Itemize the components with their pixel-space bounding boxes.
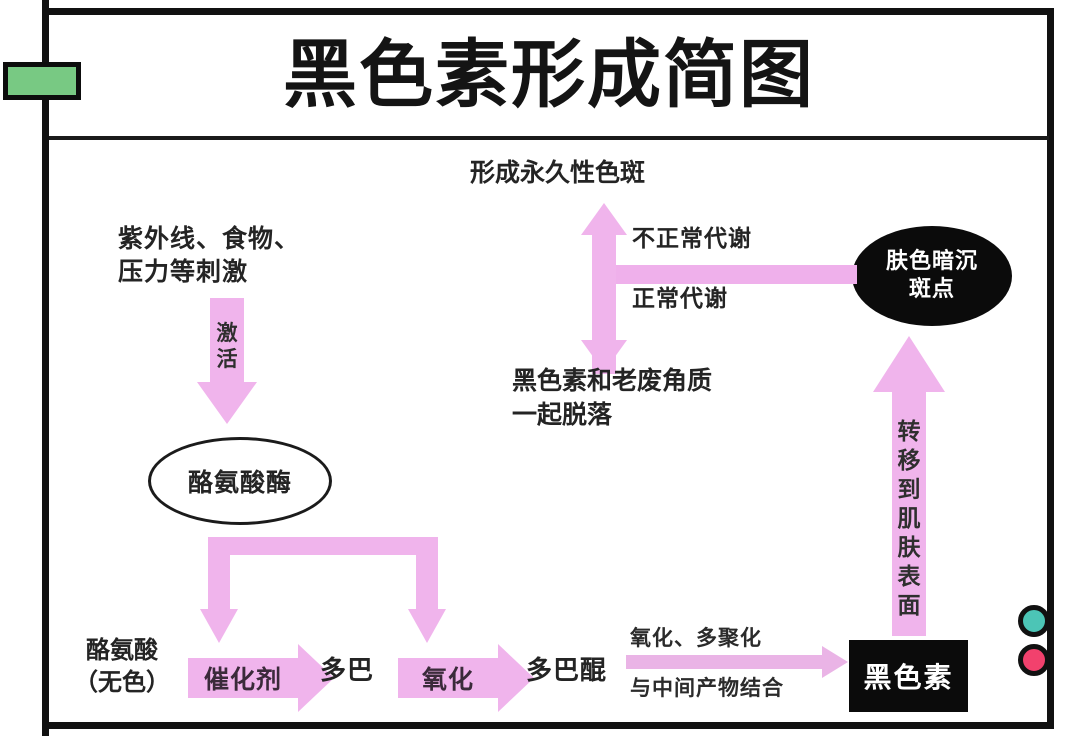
enzyme-fork-left-stem	[208, 537, 230, 613]
oxidation-arrow-head	[498, 644, 534, 712]
frame-top-border	[42, 8, 1054, 15]
transfer-arrow-shaft	[892, 388, 926, 636]
node-tyrosinase-enzyme: 酪氨酸酶	[148, 437, 332, 525]
oxidation-polymerization-label-top: 氧化、多聚化	[630, 626, 762, 650]
catalyst-arrow: 催化剂	[188, 644, 334, 712]
metabolism-arrow-head-down	[581, 340, 627, 372]
activate-arrow-label: 激活	[216, 321, 238, 371]
metabolism-feed-bar	[605, 265, 857, 284]
node-dull-skin-spots: 肤色暗沉 斑点	[852, 226, 1012, 326]
node-melanin-label: 黑色素	[863, 661, 954, 694]
node-melanin: 黑色素	[849, 640, 968, 712]
frame-left-border	[42, 0, 49, 736]
title-divider-rule	[49, 136, 1049, 140]
enzyme-fork-right-stem	[416, 537, 438, 613]
node-dopaquinone: 多巴醌	[526, 656, 608, 686]
oxidation-arrow-label: 氧化	[421, 665, 474, 694]
transfer-arrow-head	[873, 336, 945, 392]
node-dopa: 多巴	[320, 656, 375, 686]
catalyst-arrow-shaft: 催化剂	[188, 658, 298, 698]
metabolism-arrow-head-up	[581, 203, 627, 235]
abnormal-metabolism-label: 不正常代谢	[632, 226, 752, 252]
oxidation-arrow: 氧化	[398, 644, 534, 712]
enzyme-fork-right-arrowhead	[408, 609, 446, 643]
node-dull-skin-spots-line1: 肤色暗沉	[885, 249, 978, 274]
catalyst-arrow-head	[298, 644, 334, 712]
activate-arrow-shaft	[210, 298, 244, 384]
catalyst-arrow-label: 催化剂	[203, 665, 282, 694]
melanin-arrow-head	[822, 646, 848, 678]
oxidation-arrow-shaft: 氧化	[398, 658, 498, 698]
frame-right-border	[1047, 8, 1054, 729]
activate-arrow-head	[197, 382, 257, 424]
enzyme-fork-left-arrowhead	[200, 609, 238, 643]
teal-dot-marker	[1018, 605, 1050, 637]
node-tyrosine: 酪氨酸 （无色）	[74, 636, 170, 696]
page-title: 黑色素形成简图	[283, 32, 815, 118]
transfer-arrow-label: 转移到肌肤表面	[897, 419, 921, 619]
pink-dot-marker	[1018, 644, 1050, 676]
node-shed-with-keratin: 黑色素和老废角质 一起脱落	[512, 366, 713, 429]
node-dull-skin-spots-line2: 斑点	[908, 277, 955, 302]
green-tab-marker	[3, 62, 81, 100]
normal-metabolism-label: 正常代谢	[632, 286, 728, 312]
oxidation-polymerization-label-bottom: 与中间产物结合	[630, 676, 784, 700]
enzyme-fork-crossbar	[208, 537, 438, 555]
node-tyrosinase-enzyme-label: 酪氨酸酶	[187, 468, 292, 497]
frame-bottom-border	[42, 722, 1054, 729]
melanin-arrow-shaft	[626, 655, 826, 669]
node-stimulus: 紫外线、食物、 压力等刺激	[118, 224, 301, 286]
node-permanent-pigment-spot: 形成永久性色斑	[470, 158, 646, 187]
